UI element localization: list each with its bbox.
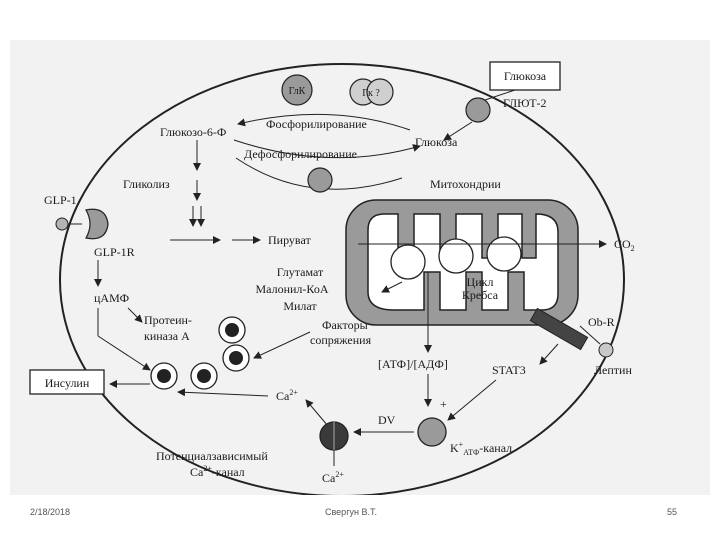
- glp1-receptor: [85, 208, 109, 240]
- leptin-label: Лептин: [594, 363, 632, 377]
- phosphatase-circle: [307, 167, 333, 193]
- atp-adp-label: [АТФ]/[АДФ]: [378, 357, 448, 371]
- footer-date: 2/18/2018: [30, 507, 71, 517]
- pka-label-line2: киназа А: [144, 329, 190, 343]
- gk-label: Гк ?: [362, 88, 380, 99]
- camp-to-granules-arrow: [97, 335, 151, 371]
- malate-label: Милат: [283, 299, 317, 313]
- glp1-label: GLP-1: [44, 193, 77, 207]
- leptin-ligand: [598, 342, 614, 358]
- mito-vesicle-1: [390, 244, 426, 280]
- ca-bottom-label: Ca2+: [322, 470, 344, 485]
- krebs-label-line1: Цикл: [467, 275, 494, 289]
- stat3-to-katp-arrow: [447, 379, 497, 421]
- pyruvate-label: Пируват: [268, 233, 311, 247]
- dv-label: DV: [378, 413, 396, 427]
- camp-to-pka-arrow: [127, 307, 143, 323]
- glut2-label: ГЛЮТ-2: [503, 96, 547, 110]
- vd-channel-label-line2: Ca2+-канал: [190, 464, 245, 479]
- ca-influx-arrow: [305, 399, 329, 427]
- katp-channel: [417, 417, 447, 447]
- phosphorylation-label: Фосфорилирование: [266, 117, 367, 131]
- beta-cell-diagram: Глюкоза ГЛЮТ-2 Глюкоза ГлК Гк ? Глюкозо-…: [29, 61, 635, 495]
- glutamate-label: Глутамат: [277, 265, 324, 279]
- obr-label: Ob-R: [588, 315, 615, 329]
- insulin-box: [29, 369, 105, 395]
- glucose-entry-arrow: [484, 89, 516, 101]
- granule-2-core: [229, 351, 243, 365]
- katp-label: K+АТФ-канал: [450, 440, 512, 457]
- granule-3-core: [197, 369, 211, 383]
- insulin-label: Инсулин: [45, 376, 90, 390]
- glut2-transporter: [465, 97, 491, 123]
- coupling-factors-line2: сопряжения: [310, 333, 372, 347]
- leptin-binding-line: [579, 325, 601, 345]
- granule-1-core: [225, 323, 239, 337]
- ob-r-receptor: [529, 307, 589, 351]
- phosphorylation-arrow: [237, 113, 411, 131]
- ca-top-label: Ca2+: [276, 388, 298, 403]
- krebs-label-line2: Кребса: [462, 288, 499, 302]
- glucokinase-circle: [281, 74, 313, 106]
- ca-to-granules-line: [177, 388, 269, 397]
- glucokinase-unit-right: [366, 78, 394, 106]
- glucose-box-label: Глюкоза: [504, 69, 547, 83]
- coupling-to-pka-arrow: [253, 331, 311, 359]
- plus-label: +: [440, 397, 447, 411]
- glucose-box: [489, 61, 561, 91]
- glucokinase-label: ГлК: [289, 86, 306, 97]
- pka-label-line1: Протеин-: [144, 313, 192, 327]
- glut2-arrow: [443, 121, 473, 141]
- mito-output-arrow: [381, 281, 403, 293]
- cell-membrane: [59, 63, 625, 495]
- granule-4-core: [157, 369, 171, 383]
- camp-label: цАМФ: [94, 291, 129, 305]
- dephosphorylation-label: Дефосфорилирование: [244, 147, 357, 161]
- glucose-inside-label: Глюкоза: [415, 135, 458, 149]
- dephosphorylation-arrow: [233, 139, 421, 159]
- glycolysis-label: Гликолиз: [123, 177, 170, 191]
- glp1r-label: GLP-1R: [94, 245, 135, 259]
- malonyl-coa-label: Малонил-КоА: [256, 282, 329, 296]
- g6p-label: Глюкозо-6-Ф: [160, 125, 226, 139]
- footer-page-number: 55: [667, 507, 678, 517]
- diagram-area: Глюкоза ГЛЮТ-2 Глюкоза ГлК Гк ? Глюкозо-…: [10, 40, 710, 495]
- coupling-factors-line1: Факторы: [322, 318, 368, 332]
- vd-channel-label-line1: Потенциалзависимый: [156, 449, 268, 463]
- obr-to-stat3-arrow: [539, 343, 559, 365]
- glp1-ligand: [55, 217, 69, 231]
- footer-author: Свергун В.Т.: [325, 507, 377, 517]
- co2-label: CO2: [614, 237, 635, 253]
- mito-vesicle-3: [486, 236, 522, 272]
- stat3-label: STAT3: [492, 363, 526, 377]
- mitochondria-label: Митохондрии: [430, 177, 501, 191]
- mito-vesicle-2: [438, 238, 474, 274]
